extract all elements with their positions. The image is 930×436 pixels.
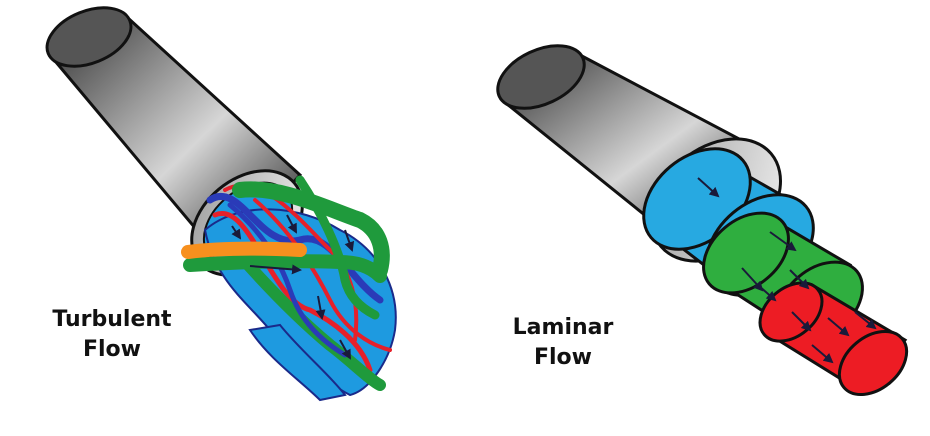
laminar-flow-label: Laminar Flow xyxy=(498,313,628,373)
turbulent-arrows xyxy=(231,214,355,360)
laminar-arrows xyxy=(697,177,877,364)
turbulent-label-line1: Turbulent xyxy=(52,307,172,332)
turbulent-label-line2: Flow xyxy=(82,337,141,362)
turbulent-flow-label: Turbulent Flow xyxy=(38,305,186,365)
laminar-label-line2: Flow xyxy=(533,345,592,370)
laminar-label-line1: Laminar xyxy=(512,315,614,340)
turbulent-streams xyxy=(181,175,392,391)
